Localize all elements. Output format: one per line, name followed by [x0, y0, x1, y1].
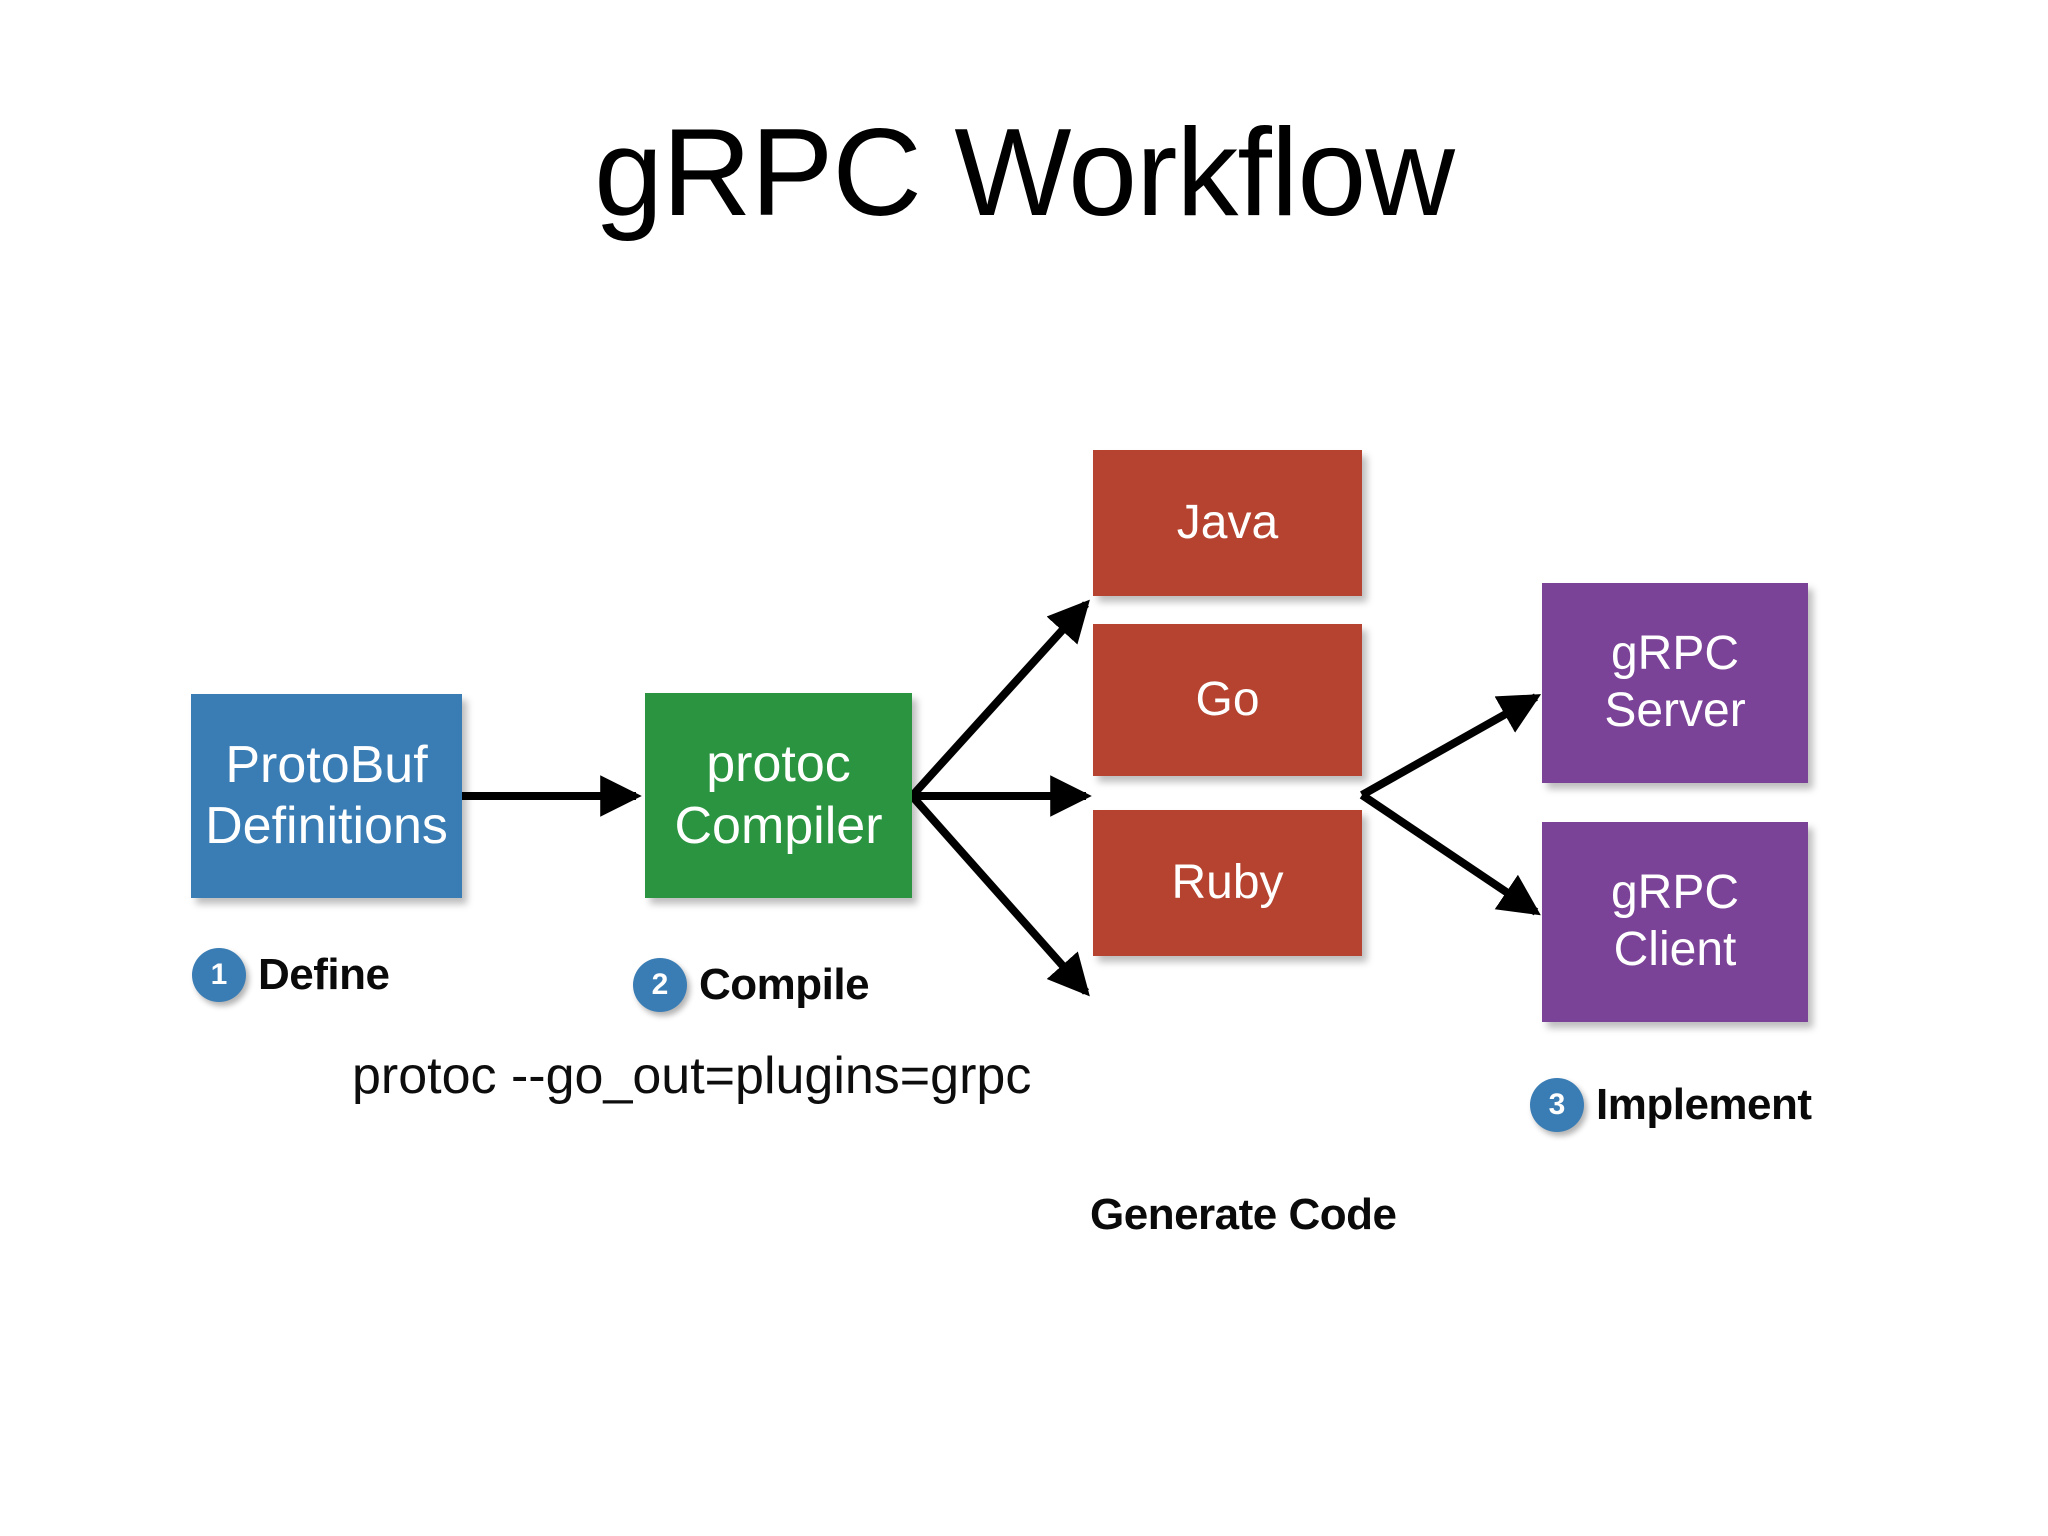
node-grpc-server-label: gRPC Server	[1604, 627, 1746, 737]
step-implement: 3 Implement	[1530, 1078, 1812, 1132]
step-badge-1: 1	[192, 948, 246, 1002]
node-protoc-compiler[interactable]: protoc Compiler	[645, 693, 912, 898]
node-grpc-client[interactable]: gRPC Client	[1542, 822, 1808, 1022]
node-java[interactable]: Java	[1093, 450, 1362, 596]
node-ruby-label: Ruby	[1171, 855, 1284, 909]
node-ruby[interactable]: Ruby	[1093, 810, 1362, 956]
step-compile: 2 Compile	[633, 958, 870, 1012]
arrow-go-to-grpc-server	[1360, 693, 1542, 799]
step-label-define: Define	[258, 950, 390, 999]
step-define: 1 Define	[192, 948, 390, 1002]
arrow-protoc-to-ruby	[909, 793, 1090, 997]
step-badge-3: 3	[1530, 1078, 1584, 1132]
node-grpc-client-label: gRPC Client	[1610, 866, 1740, 976]
arrow-go-to-grpc-client	[1359, 791, 1541, 916]
generate-code-label: Generate Code	[1090, 1190, 1397, 1239]
node-protobuf-definitions[interactable]: ProtoBuf Definitions	[191, 694, 462, 898]
node-go-label: Go	[1195, 672, 1260, 726]
arrow-protoc-to-java	[909, 599, 1090, 799]
node-go[interactable]: Go	[1093, 624, 1362, 776]
node-protoc-compiler-label: protoc Compiler	[674, 735, 883, 855]
page-title: gRPC Workflow	[594, 104, 1455, 242]
node-protobuf-definitions-label: ProtoBuf Definitions	[205, 735, 448, 855]
step-label-compile: Compile	[699, 960, 870, 1009]
step-label-implement: Implement	[1596, 1080, 1812, 1129]
node-java-label: Java	[1176, 495, 1279, 549]
node-grpc-server[interactable]: gRPC Server	[1542, 583, 1808, 783]
step-badge-2: 2	[633, 958, 687, 1012]
protoc-command-text: protoc --go_out=plugins=grpc	[352, 1047, 1032, 1105]
